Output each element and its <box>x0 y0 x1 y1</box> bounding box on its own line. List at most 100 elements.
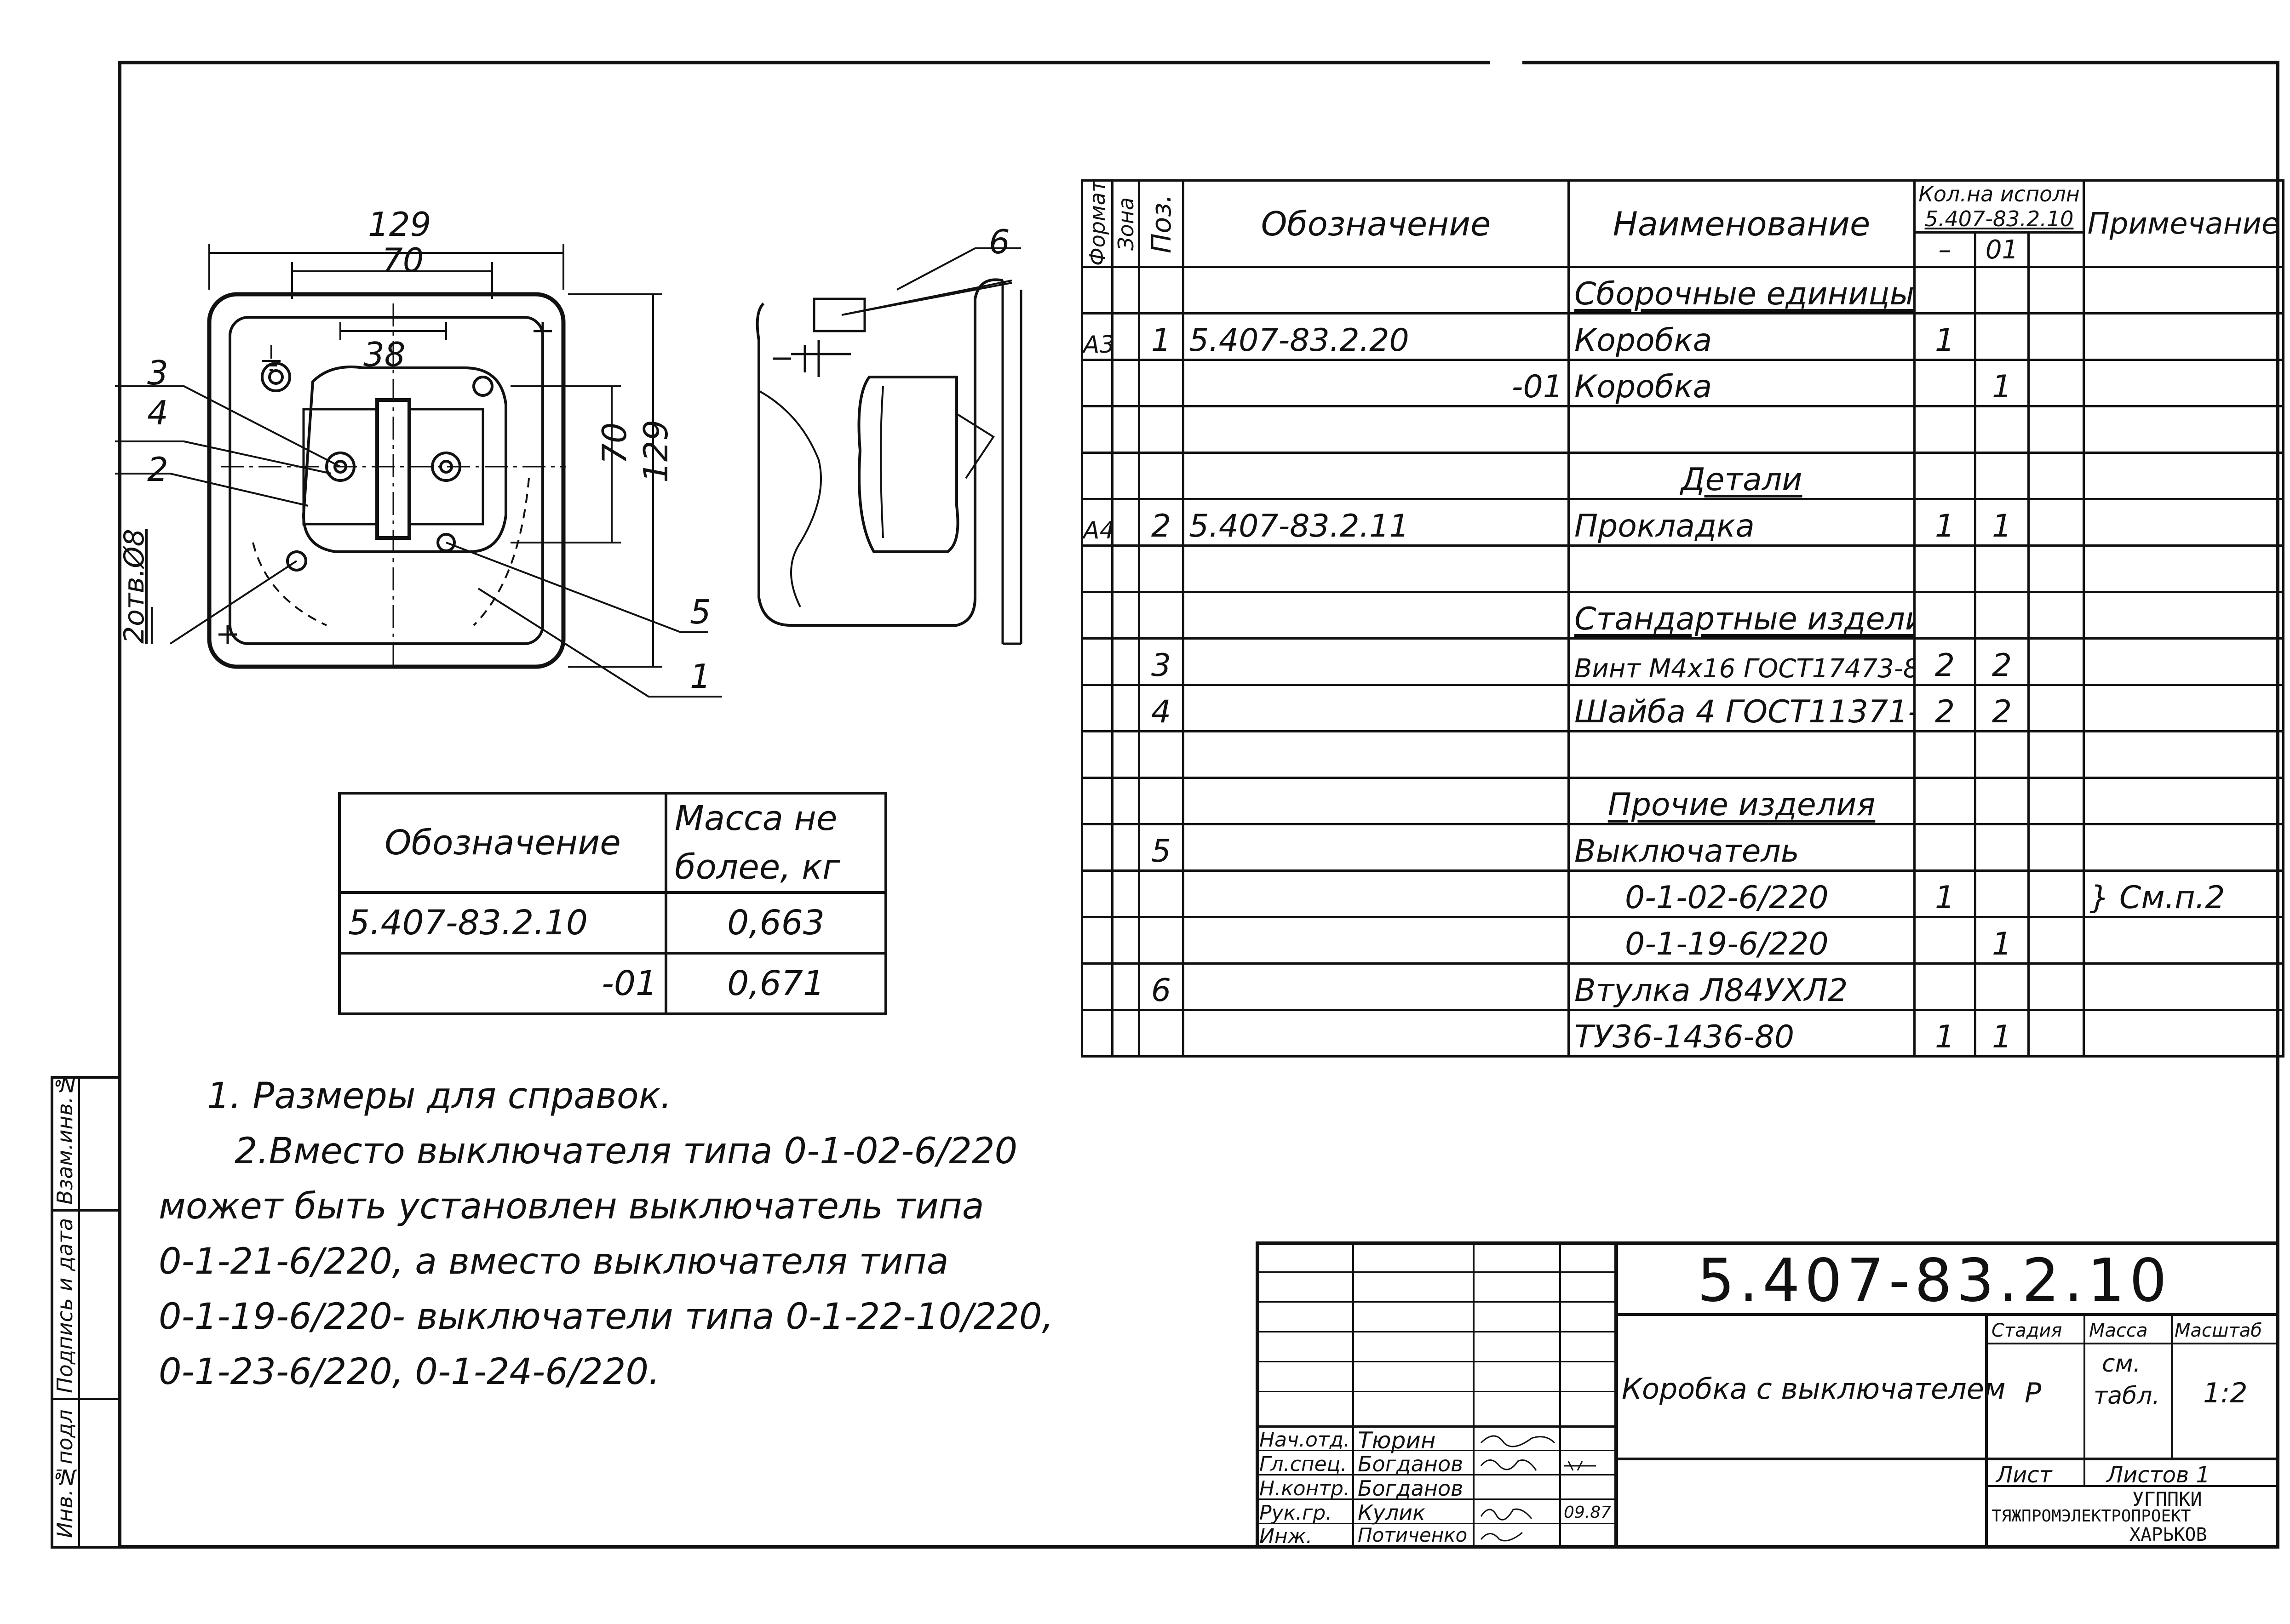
spec-header-qty-01: 01 <box>1974 231 2030 268</box>
spec-designation <box>1182 452 1570 500</box>
spec-qty-base: 1 <box>1913 1009 1976 1058</box>
spec-note <box>2083 266 2284 315</box>
mass-table: Обозначение Масса не более, кг 5.407-83.… <box>338 792 887 1015</box>
spec-format: A4 <box>1081 498 1113 547</box>
spec-qty-01: 1 <box>1974 498 2030 547</box>
spec-qty-blank <box>2027 312 2085 361</box>
spec-note <box>2083 777 2284 825</box>
spec-name: Винт М4х16 ГОСТ17473-80 <box>1567 637 1916 686</box>
spec-zone <box>1111 498 1140 547</box>
spec-qty-01 <box>1974 452 2030 500</box>
tb-org-3: ХАРЬКОВ <box>2129 1524 2207 1545</box>
spec-pos <box>1138 869 1184 918</box>
spec-pos: 6 <box>1138 962 1184 1011</box>
tb-scale: 1:2 <box>2203 1377 2248 1409</box>
spec-name: Прокладка <box>1567 498 1916 547</box>
spec-format <box>1081 591 1113 640</box>
spec-header-qty-blank <box>2027 231 2085 268</box>
tb-name: Богданов <box>1358 1452 1464 1476</box>
spec-note <box>2083 637 2284 686</box>
spec-qty-01: 1 <box>1974 1009 2030 1058</box>
tb-stage: Р <box>2025 1377 2042 1409</box>
spec-pos <box>1138 359 1184 407</box>
spec-qty-base <box>1913 405 1976 454</box>
spec-designation <box>1182 823 1570 872</box>
callout-1: 1 <box>690 657 711 696</box>
spec-designation <box>1182 544 1570 593</box>
spec-qty-blank <box>2027 266 2085 315</box>
spec-zone <box>1111 777 1140 825</box>
spec-designation <box>1182 266 1570 315</box>
frame-gap <box>1490 59 1522 66</box>
spec-qty-blank <box>2027 823 2085 872</box>
spec-header-row: Формат Зона Поз. Обозначение Наименовани… <box>1082 179 2284 268</box>
spec-note: } См.п.2 <box>2083 869 2284 918</box>
spec-header-qty-code: 5.407-83.2.10 <box>1924 206 2074 231</box>
spec-qty-01: 2 <box>1974 684 2030 732</box>
spec-qty-01: 2 <box>1974 637 2030 686</box>
spec-pos <box>1138 916 1184 965</box>
spec-name <box>1567 544 1916 593</box>
spec-row: Сборочные единицы <box>1081 266 2284 315</box>
tb-role: Инж. <box>1259 1525 1313 1548</box>
spec-qty-blank <box>2027 684 2085 732</box>
spec-note <box>2083 684 2284 732</box>
tb-role: Н.контр. <box>1259 1477 1350 1500</box>
spec-qty-01 <box>1974 591 2030 640</box>
spec-name: Выключатель <box>1567 823 1916 872</box>
spec-qty-base <box>1913 266 1976 315</box>
front-view-drawing <box>115 244 722 698</box>
spec-designation <box>1182 1009 1570 1058</box>
spec-designation: 5.407-83.2.11 <box>1182 498 1570 547</box>
spec-name: Сборочные единицы <box>1567 266 1916 315</box>
spec-format <box>1081 452 1113 500</box>
spec-note <box>2083 405 2284 454</box>
spec-designation <box>1182 405 1570 454</box>
spec-qty-base: 1 <box>1913 498 1976 547</box>
spec-qty-base <box>1913 544 1976 593</box>
spec-qty-01 <box>1974 869 2030 918</box>
spec-qty-base <box>1913 823 1976 872</box>
dim-width-outer: 129 <box>368 205 431 244</box>
spec-pos: 4 <box>1138 684 1184 732</box>
tb-date: 09.87 <box>1564 1503 1612 1522</box>
spec-pos <box>1138 777 1184 825</box>
spec-zone <box>1111 544 1140 593</box>
spec-name <box>1567 405 1916 454</box>
dim-holes: 2отв.Ø8 <box>118 529 150 644</box>
spec-designation <box>1182 684 1570 732</box>
note-line-6: 0-1-23-6/220, 0-1-24-6/220. <box>159 1351 660 1393</box>
spec-qty-blank <box>2027 1009 2085 1058</box>
spec-qty-base <box>1913 916 1976 965</box>
spec-name: Детали <box>1567 452 1916 500</box>
spec-zone <box>1111 869 1140 918</box>
title-block: Нач.отд. Гл.спец. Н.контр. Рук.гр. Инж. … <box>1256 1241 2279 1549</box>
signature-marks <box>1480 1435 1596 1542</box>
spec-zone <box>1111 591 1140 640</box>
callout-4: 4 <box>147 394 168 432</box>
spec-zone <box>1111 962 1140 1011</box>
spec-row <box>1081 544 2284 593</box>
spec-qty-base <box>1913 591 1976 640</box>
spec-note <box>2083 452 2284 500</box>
mass-value: 0,671 <box>665 952 887 1015</box>
spec-note <box>2083 498 2284 547</box>
spec-pos <box>1138 266 1184 315</box>
dim-height-outer: 129 <box>637 419 675 483</box>
spec-designation: -01 <box>1182 359 1570 407</box>
callout-2: 2 <box>147 450 168 489</box>
spec-qty-base <box>1913 452 1976 500</box>
tb-mass-2: табл. <box>2094 1382 2160 1410</box>
spec-designation <box>1182 730 1570 779</box>
spec-qty-base <box>1913 730 1976 779</box>
spec-qty-01 <box>1974 777 2030 825</box>
spec-format <box>1081 823 1113 872</box>
